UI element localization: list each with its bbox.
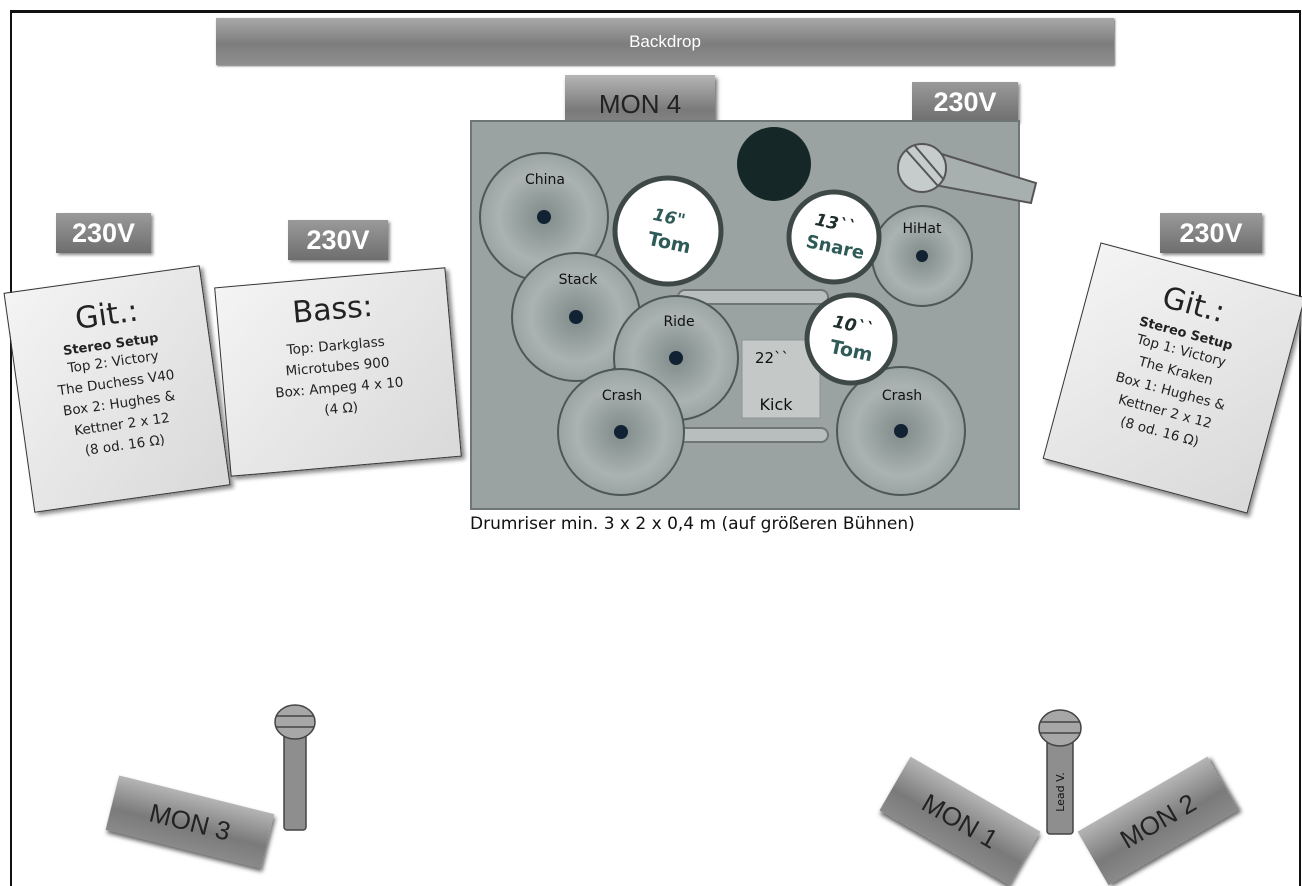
kick-label: Kick [760, 395, 794, 414]
stack-label: Stack [559, 272, 599, 288]
lead-vocal-label: Lead V. [1054, 772, 1067, 812]
tom-10 [804, 292, 898, 386]
power-outlet-right-guitar: 230V [1160, 213, 1262, 253]
crash-right-label: Crash [882, 388, 922, 404]
kick-size: 22`` [755, 349, 789, 367]
power-outlet-drums: 230V [912, 82, 1018, 122]
crash-left-label: Crash [602, 388, 642, 404]
drum-microphone-icon [897, 143, 1038, 205]
lead-vocal-microphone-icon [1038, 709, 1082, 835]
backdrop: Backdrop [216, 18, 1114, 65]
drum-throne [737, 127, 811, 201]
snare-drum [786, 189, 882, 285]
hihat-label: HiHat [902, 221, 942, 237]
crash-cymbal-right [836, 366, 966, 496]
china-label: China [525, 172, 565, 188]
stage-frame [10, 10, 1301, 886]
tom-16 [612, 175, 724, 287]
monitor-4-label: MON 4 [598, 88, 682, 119]
ride-label: Ride [663, 314, 694, 330]
monitor-3-label: MON 3 [146, 797, 234, 847]
drum-riser-caption: Drumriser min. 3 x 2 x 0,4 m (auf größer… [470, 514, 915, 534]
crash-cymbal-left [557, 368, 685, 496]
power-outlet-left-guitar: 230V [56, 213, 151, 253]
vocal-microphone-left-icon [274, 704, 316, 831]
power-outlet-bass: 230V [288, 220, 388, 260]
